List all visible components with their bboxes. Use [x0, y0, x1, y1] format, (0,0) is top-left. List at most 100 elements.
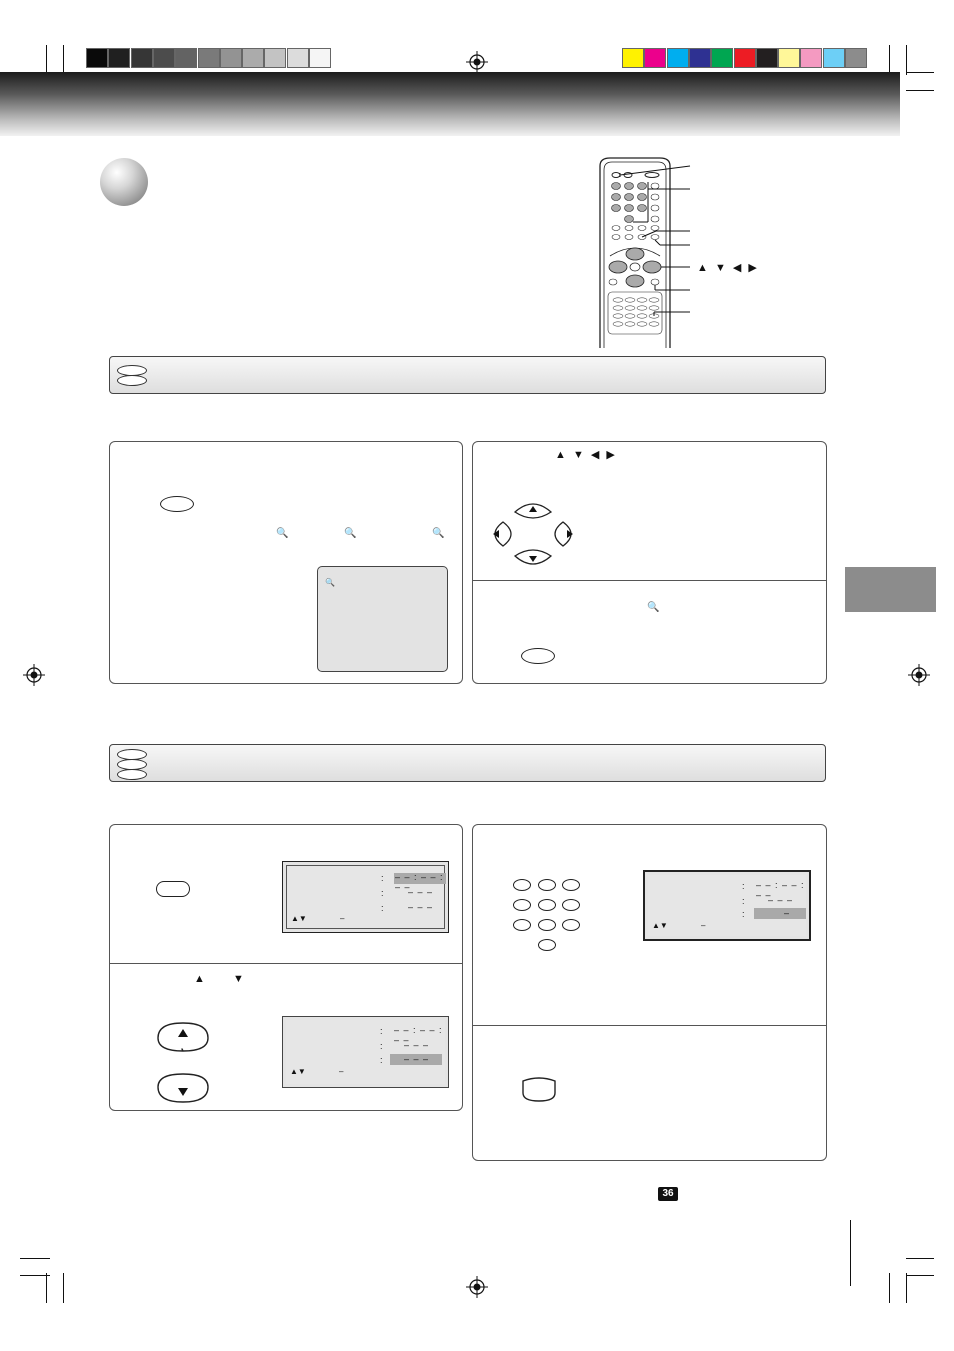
time-value: – – : – – : – –: [394, 1025, 443, 1045]
highlight-bar: [754, 908, 806, 919]
time-value: – – : – – : – –: [756, 880, 805, 900]
title-value: – – –: [408, 887, 434, 897]
title-value: – – –: [768, 895, 794, 905]
title-value: – – –: [404, 1040, 430, 1050]
crop-mark: [63, 1273, 64, 1303]
crop-mark: [906, 45, 907, 75]
remote-button-icon: [160, 496, 194, 512]
remote-button-icon: [521, 648, 555, 664]
chapter-bullet: [100, 158, 148, 206]
up-down-arrows: ▲▼: [291, 914, 307, 923]
color-swatch: [800, 48, 823, 68]
remote-control-illustration: [599, 157, 691, 348]
number-key-icon: [513, 899, 531, 911]
number-key-icon: [562, 899, 580, 911]
down-button-icon: [157, 1073, 209, 1103]
number-key-icon: [562, 919, 580, 931]
crop-mark: [889, 45, 890, 75]
step-panel-2-right: : : : – – : – – : – – – – – – ▲▼ –: [472, 824, 827, 1161]
crop-mark: [906, 90, 934, 91]
color-swatch: [666, 48, 689, 68]
gray-swatch: [86, 48, 108, 68]
panel-divider: [473, 580, 826, 581]
registration-mark-icon: [466, 1276, 488, 1298]
gray-swatch: [130, 48, 153, 68]
color-swatch: [688, 48, 711, 68]
chapter-value: – – –: [404, 1054, 430, 1064]
registration-mark-icon: [466, 51, 488, 73]
number-key-icon: [538, 939, 556, 951]
crop-mark: [46, 1273, 47, 1303]
search-icon: 🔍: [432, 528, 445, 539]
highlight-bar: [390, 1054, 442, 1065]
number-key-icon: [538, 899, 556, 911]
panel-divider: [473, 1025, 826, 1026]
search-icon: 🔍: [276, 528, 289, 539]
color-swatch: [622, 48, 644, 68]
highlight-bar: [394, 873, 446, 884]
step-panel-1-left: 🔍 🔍 🔍 🔍: [109, 441, 463, 684]
up-button-icon: [157, 1022, 209, 1052]
gray-swatch: [175, 48, 198, 68]
color-swatch: [755, 48, 778, 68]
chapter-value: – – –: [408, 902, 434, 912]
gray-swatch: [152, 48, 175, 68]
gray-swatch: [264, 48, 287, 68]
up-down-arrows: ▲▼: [290, 1067, 306, 1076]
gray-swatch: [242, 48, 265, 68]
gray-swatch: [108, 48, 131, 68]
disc-icon: [117, 769, 147, 780]
down-arrow-icon: ▼: [233, 973, 244, 985]
margin-rule: [850, 1220, 851, 1286]
number-key-icon: [538, 919, 556, 931]
search-icon: 🔍: [325, 578, 335, 587]
number-key-icon: [538, 879, 556, 891]
header-band: [0, 72, 900, 136]
number-key-icon: [562, 879, 580, 891]
chapter-value: –: [784, 908, 791, 918]
remote-arrow-labels: ▲ ▼ ◀ ▶: [697, 262, 759, 274]
color-swatch: [711, 48, 734, 68]
number-key-icon: [513, 879, 531, 891]
crop-mark: [906, 1273, 907, 1303]
crop-mark: [20, 1258, 50, 1259]
search-icon: 🔍: [647, 602, 660, 613]
up-down-arrows: ▲▼: [652, 921, 668, 930]
side-tab: [845, 567, 936, 612]
crop-mark: [906, 72, 934, 73]
gray-swatch: [286, 48, 309, 68]
remote-button-icon: [156, 881, 190, 897]
gray-swatch: [197, 48, 220, 68]
color-swatch: [845, 48, 867, 68]
time-value: – – : – – : – –: [395, 872, 444, 892]
panel-divider: [110, 963, 462, 964]
step-panel-2-left: : : : – – : – – : – – – – – – – – ▲▼ – ▲…: [109, 824, 463, 1111]
number-key-icon: [513, 919, 531, 931]
crop-mark: [20, 1275, 50, 1276]
section-bar-1: [109, 356, 826, 394]
crop-mark: [906, 1258, 934, 1259]
tv-screen: 🔍: [317, 566, 448, 672]
step-panel-1-right: ▲ ▼ ◀ ▶ 🔍: [472, 441, 827, 684]
crop-mark: [889, 1273, 890, 1303]
search-icon: 🔍: [344, 528, 357, 539]
cursor-arrow-labels: ▲ ▼ ◀ ▶: [555, 449, 617, 461]
crop-mark: [906, 1275, 934, 1276]
cursor-pad-icon: [493, 503, 573, 565]
registration-mark-icon: [23, 664, 45, 686]
section-bar-2: [109, 744, 826, 782]
gray-swatch: [309, 48, 331, 68]
remote-button-icon: [522, 1077, 556, 1102]
color-swatch: [822, 48, 845, 68]
tv-screen: : : : – – : – – : – – – – – – – – ▲▼ –: [282, 861, 449, 933]
page-reference-badge: 36: [658, 1187, 678, 1201]
registration-mark-icon: [908, 664, 930, 686]
gray-swatch: [219, 48, 242, 68]
tv-screen: : : : – – : – – : – – – – – – ▲▼ –: [643, 870, 811, 941]
tv-screen: : : : – – : – – : – – – – – – – – ▲▼ –: [282, 1016, 449, 1088]
crop-mark: [63, 45, 64, 75]
color-swatch: [778, 48, 801, 68]
color-swatch: [733, 48, 756, 68]
color-swatch: [644, 48, 667, 68]
crop-mark: [46, 45, 47, 75]
